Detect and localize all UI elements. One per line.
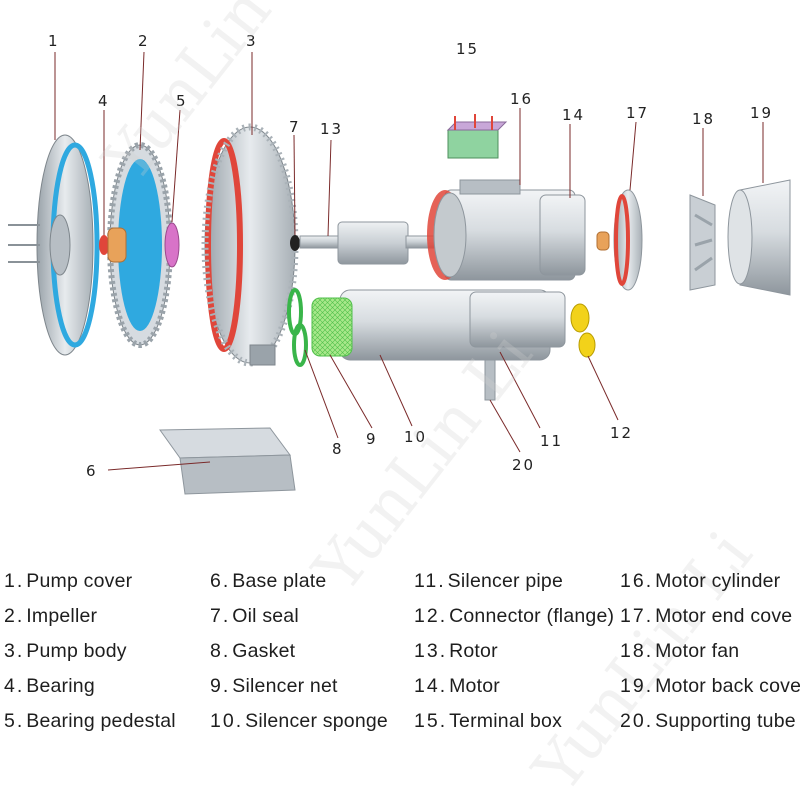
- callout-2: 2: [138, 32, 150, 50]
- callout-6: 6: [86, 462, 98, 480]
- callout-16: 16: [510, 90, 533, 108]
- leader-lines: [54, 51, 764, 471]
- callout-3: 3: [246, 32, 258, 50]
- silencer-pipe: [339, 289, 566, 361]
- pump-cover: [8, 134, 100, 356]
- callout-8: 8: [332, 440, 344, 458]
- legend-item: 7.Oil seal: [210, 605, 299, 627]
- callout-13: 13: [320, 120, 343, 138]
- legend-item: 10.Silencer sponge: [210, 710, 388, 732]
- callout-14: 14: [562, 106, 585, 124]
- legend-item: 19.Motor back cover: [620, 675, 800, 697]
- callout-10: 10: [404, 428, 427, 446]
- callout-9: 9: [366, 430, 378, 448]
- legend-column-2: 6.Base plate 7.Oil seal 8.Gasket 9.Silen…: [210, 564, 388, 739]
- callout-15: 15: [456, 40, 479, 58]
- callout-5: 5: [176, 92, 188, 110]
- callout-20: 20: [512, 456, 535, 474]
- legend-item: 1.Pump cover: [4, 570, 133, 592]
- legend-item: 17.Motor end cove: [620, 605, 793, 627]
- gasket: [287, 288, 308, 367]
- legend-item: 2.Impeller: [4, 605, 98, 627]
- rotor: [299, 221, 437, 265]
- legend-column-1: 1.Pump cover 2.Impeller 3.Pump body 4.Be…: [4, 564, 176, 739]
- bearing: [99, 227, 127, 263]
- motor-end-cover: [596, 189, 643, 291]
- legend-item: 3.Pump body: [4, 640, 127, 662]
- oil-seal: [290, 235, 300, 251]
- legend-column-3: 11.Silencer pipe 12.Connector (flange) 1…: [414, 564, 614, 739]
- connector-flange: [570, 303, 596, 358]
- legend-column-4: 16.Motor cylinder 17.Motor end cove 18.M…: [620, 564, 800, 739]
- callout-7: 7: [289, 118, 301, 136]
- callout-12: 12: [610, 424, 633, 442]
- callout-19: 19: [750, 104, 773, 122]
- motor-back-cover: [727, 179, 791, 296]
- parts-legend: 1.Pump cover 2.Impeller 3.Pump body 4.Be…: [0, 560, 800, 740]
- motor: [427, 179, 586, 281]
- motor-fan: [689, 194, 716, 291]
- legend-item: 12.Connector (flange): [414, 605, 615, 627]
- legend-item: 9.Silencer net: [210, 675, 338, 697]
- callout-18: 18: [692, 110, 715, 128]
- callout-1: 1: [48, 32, 60, 50]
- base-plate: [159, 427, 296, 495]
- bearing-pedestal: [164, 222, 180, 268]
- legend-item: 16.Motor cylinder: [620, 570, 781, 592]
- legend-item: 15.Terminal box: [414, 710, 563, 732]
- pump-body: [201, 123, 299, 367]
- legend-item: 14.Motor: [414, 675, 500, 697]
- callout-17: 17: [626, 104, 649, 122]
- legend-item: 18.Motor fan: [620, 640, 740, 662]
- legend-item: 4.Bearing: [4, 675, 95, 697]
- legend-item: 11.Silencer pipe: [414, 570, 564, 592]
- legend-item: 6.Base plate: [210, 570, 327, 592]
- legend-item: 20.Supporting tube: [620, 710, 796, 732]
- callout-11: 11: [540, 432, 563, 450]
- legend-item: 13.Rotor: [414, 640, 498, 662]
- supporting-tube: [484, 359, 496, 401]
- terminal-box: [446, 114, 508, 159]
- callout-4: 4: [98, 92, 110, 110]
- legend-item: 8.Gasket: [210, 640, 296, 662]
- exploded-diagram: 1 2 3 4 5 7 13 15 16 14 17 18 19 6 8 9 1…: [8, 32, 791, 495]
- legend-item: 5.Bearing pedestal: [4, 710, 176, 732]
- silencer-net: [311, 297, 353, 357]
